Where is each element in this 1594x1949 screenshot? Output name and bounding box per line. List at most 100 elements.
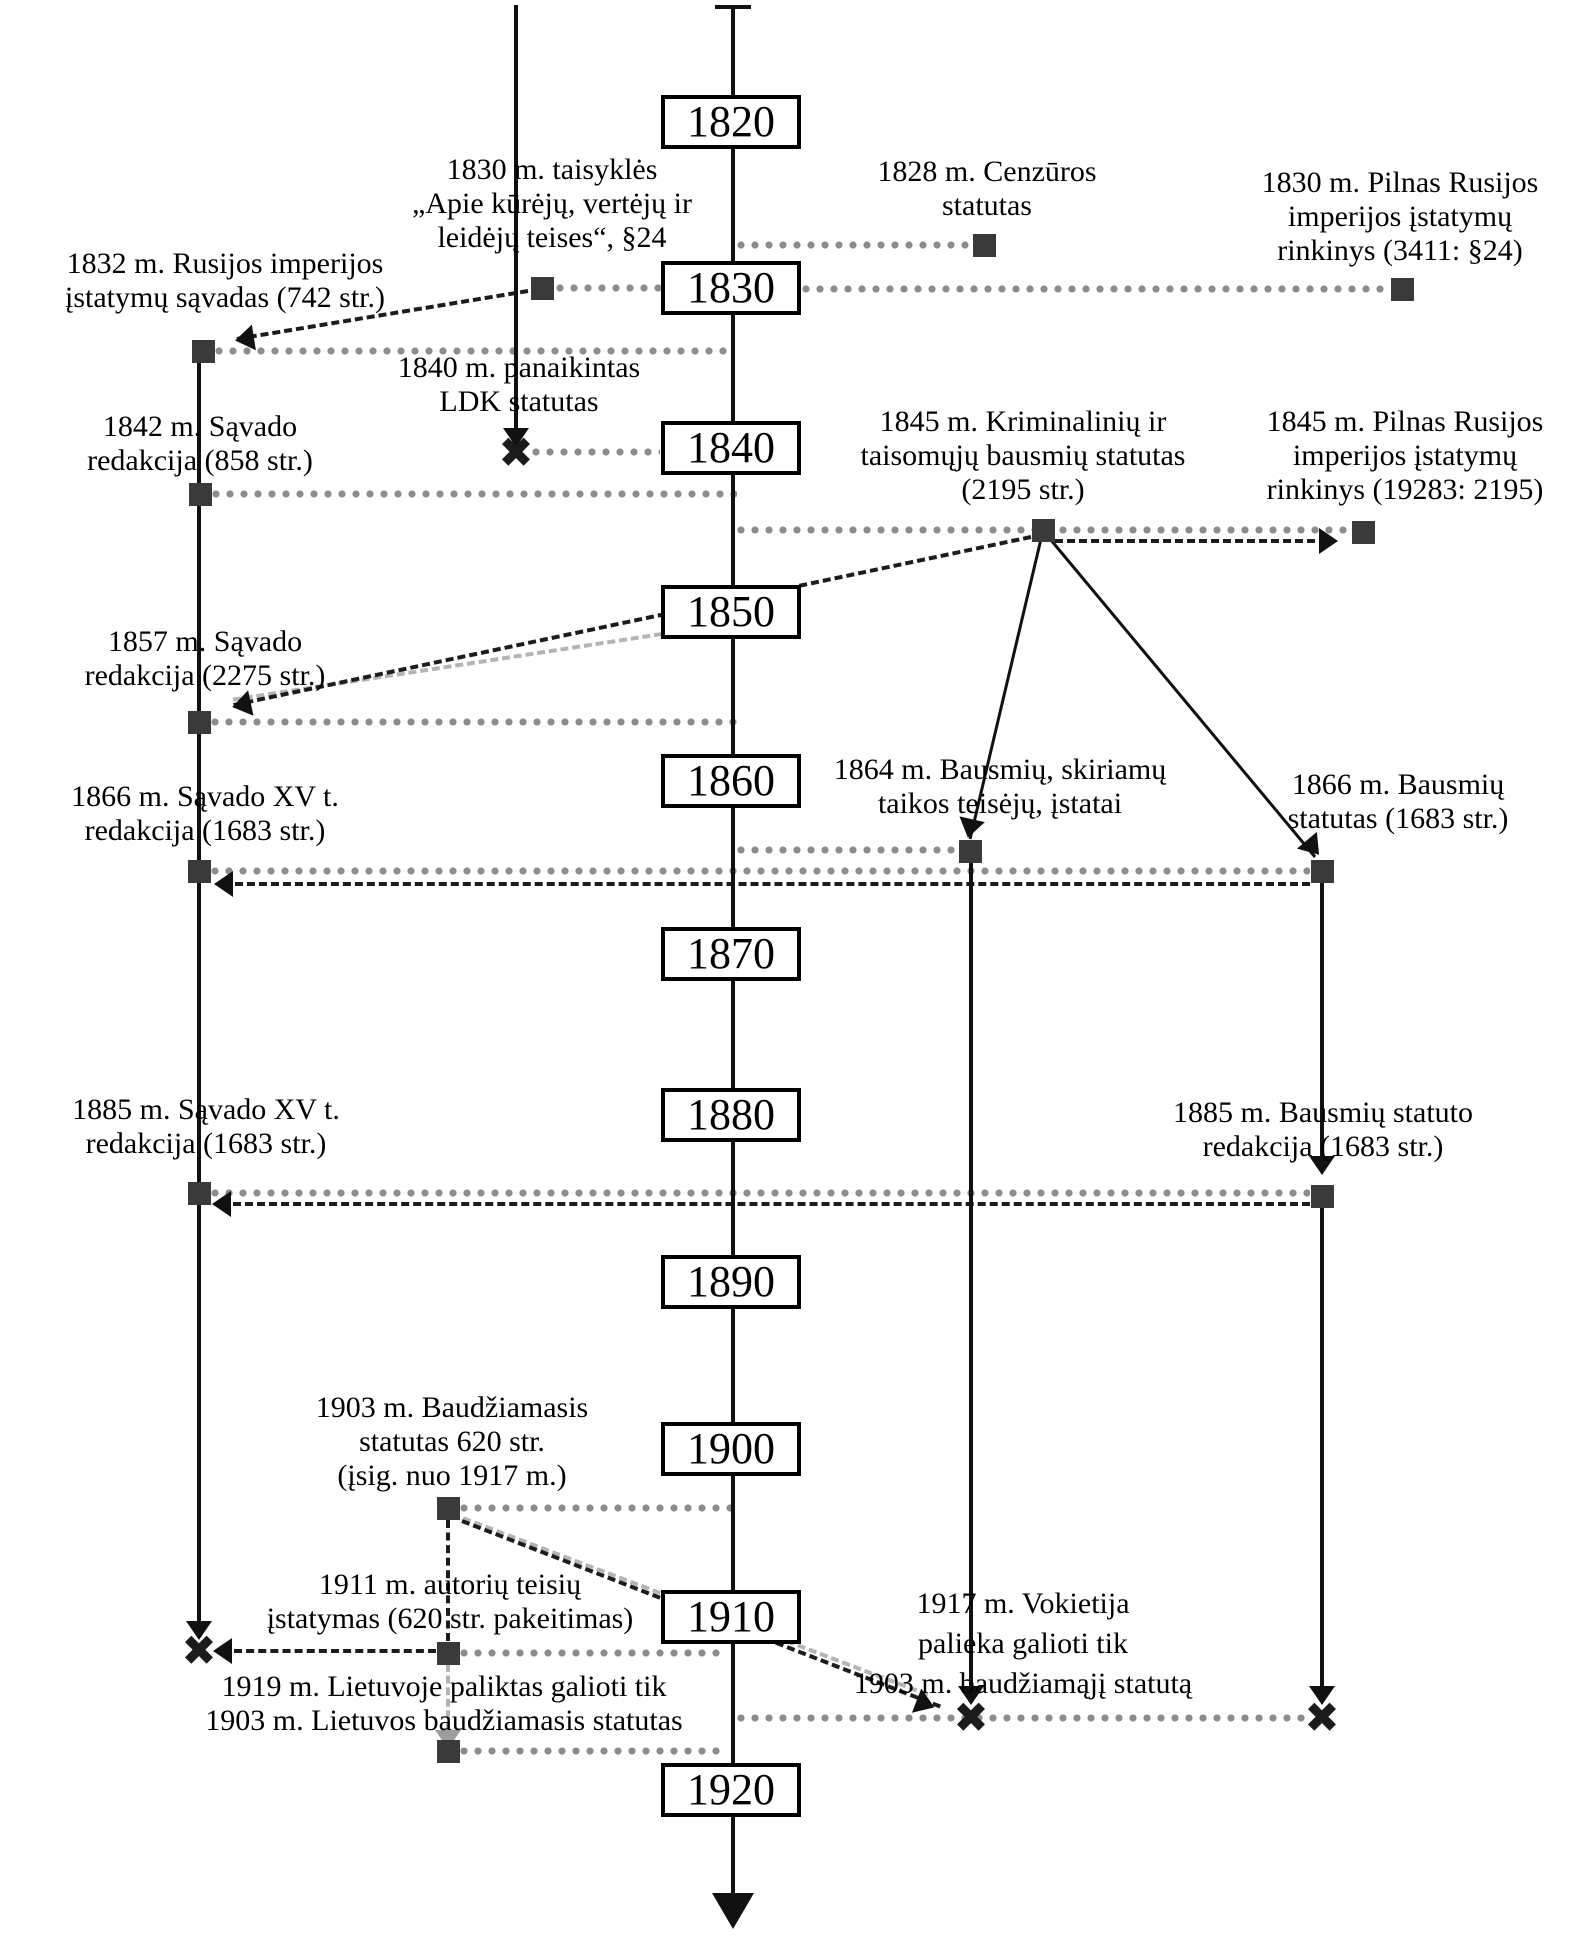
event-line: statutas (1683 str.): [1287, 802, 1509, 835]
event-line: įstatymas (620 str. pakeitimas): [266, 1602, 634, 1635]
branch-line-1866-to-1885: [1320, 871, 1324, 1156]
grey-dashed-line-1911-to-1919: [446, 1664, 450, 1730]
dotted-connector-1911: [460, 1649, 725, 1657]
event-line: 1828 m. Cenzūros: [877, 155, 1097, 188]
marker-square-1830-rinkinys: [1391, 278, 1414, 301]
year-label: 1840: [687, 423, 775, 472]
event-line: statutas: [941, 189, 1032, 222]
dashed-arrow-1845-to-1857: [233, 535, 1032, 708]
event-line: 1911 m. autorių teisių: [318, 1568, 582, 1601]
year-box-1880: 1880: [661, 1088, 801, 1142]
event-label-1866-bausmiu: 1866 m. Bausmių statutas (1683 str.): [1288, 768, 1509, 836]
marker-square-1866-bausmiu: [1311, 860, 1334, 883]
event-line: 1917 m. Vokietija: [916, 1587, 1130, 1620]
year-box-1890: 1890: [661, 1255, 801, 1309]
event-line: rinkinys (19283: 2195): [1266, 473, 1544, 506]
x-marker-1917-right: ✖: [1304, 1693, 1340, 1742]
dashed-arrow-1885-right-to-left: [233, 1202, 1310, 1206]
event-label-1919-lietuvoje: 1919 m. Lietuvoje paliktas galioti tik 1…: [205, 1670, 682, 1738]
dotted-connector-1828: [737, 241, 972, 249]
year-label: 1920: [687, 1765, 775, 1814]
ldk-statute-line: [514, 5, 518, 430]
event-label-1903-baudziamasis: 1903 m. Baudžiamasis statutas 620 str. (…: [316, 1391, 588, 1493]
event-label-1842-savado: 1842 m. Sąvado redakcija (858 str.): [87, 410, 313, 478]
arrowhead-1885-right: [1309, 1156, 1335, 1175]
marker-square-1911-autoriu: [437, 1642, 460, 1665]
event-label-1885-savado: 1885 m. Sąvado XV t. redakcija (1683 str…: [72, 1093, 340, 1161]
event-label-1866-savado: 1866 m. Sąvado XV t. redakcija (1683 str…: [71, 780, 339, 848]
dashed-arrow-1866-right-to-left: [235, 882, 1310, 886]
dashed-arrow-1845-to-rinkinys: [1055, 539, 1315, 543]
marker-square-1857-savado: [188, 711, 211, 734]
event-line: 1903 m. Baudžiamasis: [315, 1391, 589, 1424]
event-line: redakcija (1683 str.): [1202, 1130, 1444, 1163]
year-box-1830: 1830: [661, 261, 801, 315]
marker-square-1842-savado: [189, 483, 212, 506]
year-box-1850: 1850: [661, 585, 801, 639]
event-line: (įsig. nuo 1917 m.): [337, 1459, 567, 1492]
year-label: 1880: [687, 1090, 775, 1139]
event-line: 1842 m. Sąvado: [102, 410, 298, 443]
event-line: 1840 m. panaikintas: [397, 351, 641, 384]
year-box-1870: 1870: [661, 927, 801, 981]
event-line: 1903 m. baudžiamąjį statutą: [853, 1667, 1193, 1700]
event-label-1917-vokietija: 1917 m. Vokietija palieka galioti tik 19…: [854, 1584, 1192, 1704]
x-marker-1840-ldk: ✖: [498, 428, 534, 477]
event-label-1864-bausmiu: 1864 m. Bausmių, skiriamų taikos teisėjų…: [834, 753, 1167, 821]
x-marker-1917-middle: ✖: [953, 1693, 989, 1742]
year-box-1900: 1900: [661, 1422, 801, 1476]
event-line: taikos teisėjų, įstatai: [877, 787, 1123, 820]
event-label-1845-rinkinys: 1845 m. Pilnas Rusijos imperijos įstatym…: [1267, 405, 1544, 507]
event-line: 1866 m. Sąvado XV t.: [71, 780, 339, 813]
axis-bottom-arrowhead: [712, 1893, 754, 1929]
year-label: 1870: [687, 929, 775, 978]
marker-square-1830-taisykles: [531, 277, 554, 300]
dashed-line-1903-to-1911: [446, 1520, 450, 1641]
year-label: 1890: [687, 1257, 775, 1306]
year-label: 1850: [687, 587, 775, 636]
event-line: 1919 m. Lietuvoje paliktas galioti tik: [221, 1670, 667, 1703]
marker-square-1903-baudziamasis: [437, 1497, 460, 1520]
dotted-connector-1864: [737, 846, 958, 854]
arrowhead-1917-middle: [958, 1686, 984, 1705]
event-line: LDK statutas: [439, 385, 599, 418]
year-box-1920: 1920: [661, 1763, 801, 1817]
dotted-connector-1857: [211, 718, 737, 726]
dotted-connector-1903: [460, 1504, 733, 1512]
marker-square-1845-kriminaliniu: [1032, 519, 1055, 542]
year-box-1840: 1840: [661, 421, 801, 475]
event-line: 1845 m. Pilnas Rusijos: [1266, 405, 1544, 438]
marker-square-1845-rinkinys: [1352, 521, 1375, 544]
dotted-connector-1830-rinkinys: [802, 285, 1390, 293]
year-box-1860: 1860: [661, 754, 801, 808]
branch-line-1864-to-1917: [969, 851, 973, 1695]
event-line: 1857 m. Sąvado: [107, 625, 303, 658]
event-line: „Apie kūrėjų, vertėjų ir: [412, 187, 692, 220]
event-line: 1830 m. Pilnas Rusijos: [1261, 166, 1539, 199]
event-line: 1832 m. Rusijos imperijos: [66, 247, 384, 280]
event-line: redakcija (1683 str.): [85, 1127, 327, 1160]
arrowhead-1917-right: [1309, 1686, 1335, 1705]
event-label-1840-ldk: 1840 m. panaikintas LDK statutas: [398, 351, 640, 419]
marker-square-1832-savadas: [192, 340, 215, 363]
event-label-1885-bausmiu: 1885 m. Bausmių statuto redakcija (1683 …: [1173, 1096, 1473, 1164]
event-label-1830-taisykles: 1830 m. taisyklės „Apie kūrėjų, vertėjų …: [412, 153, 692, 255]
left-branch-line-1832-1919: [197, 351, 201, 1625]
arrowhead-ldk-end: [503, 428, 529, 447]
marker-square-1864-bausmiu: [959, 840, 982, 863]
year-box-1910: 1910: [661, 1590, 801, 1644]
year-label: 1830: [687, 263, 775, 312]
dotted-connector-1885: [211, 1189, 1310, 1197]
year-label: 1910: [687, 1592, 775, 1641]
arrowhead-1845-rinkinys: [1319, 528, 1338, 554]
branch-line-1885-to-1917: [1320, 1206, 1324, 1686]
event-label-1832-savadas: 1832 m. Rusijos imperijos įstatymų sąvad…: [65, 247, 385, 315]
year-label: 1820: [687, 97, 775, 146]
event-line: imperijos įstatymų: [1292, 439, 1518, 472]
event-label-1845-kriminaliniu: 1845 m. Kriminalinių ir taisomųjų bausmi…: [861, 405, 1186, 507]
event-line: redakcija (1683 str.): [84, 814, 326, 847]
event-line: 1885 m. Sąvado XV t.: [72, 1093, 340, 1126]
event-label-1828-cenzuros: 1828 m. Cenzūros statutas: [877, 155, 1096, 223]
event-line: redakcija (858 str.): [87, 444, 313, 477]
